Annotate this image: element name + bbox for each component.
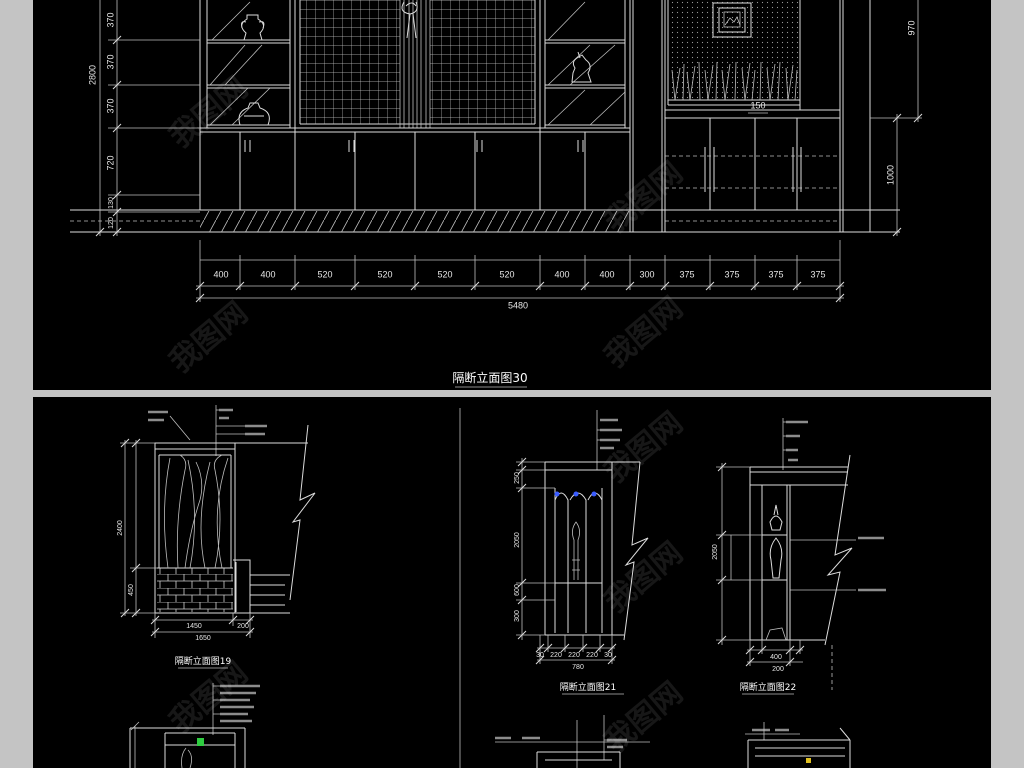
dim-e19-bottom-1: 200 <box>237 623 249 630</box>
left-dimensions: 370 370 370 720 130 120 2800 <box>87 0 200 237</box>
annotation-notes <box>220 684 260 723</box>
horse-ornament <box>571 51 592 83</box>
dim-left-3: 720 <box>105 155 115 170</box>
cabinet-handles <box>244 140 584 152</box>
bow-ornament <box>401 1 418 39</box>
ledge-dimension: 150 <box>750 100 765 110</box>
dim-left-2: 370 <box>105 98 115 113</box>
dim-left-1: 370 <box>105 54 115 69</box>
dim-e22-h-0: 400 <box>770 654 782 661</box>
dim-bottom-11: 375 <box>768 269 783 279</box>
dim-e21-width: 780 <box>572 664 584 671</box>
annotation-notes <box>786 420 886 592</box>
dim-left-0: 370 <box>105 12 115 27</box>
drawing-title-21: 隔断立面图21 <box>560 681 616 693</box>
partition-elevation-22: 2050 400 200 隔断立面图22 <box>712 418 886 695</box>
dim-e19-base: 450 <box>128 584 135 596</box>
dim-bottom-1: 400 <box>260 269 275 279</box>
dim-bottom-7: 400 <box>599 269 614 279</box>
green-marker <box>197 738 204 746</box>
dim-e21-v-1: 2050 <box>514 532 521 548</box>
dim-overall-width: 5480 <box>508 300 528 310</box>
dim-e19-bottom-0: 1450 <box>186 623 202 630</box>
blue-light-marker <box>554 491 560 497</box>
picture-frame <box>712 2 752 38</box>
dim-bottom-9: 375 <box>679 269 694 279</box>
arched-niches <box>554 492 603 633</box>
lower-cabinets-left <box>200 127 630 211</box>
right-feature-wall: 150 <box>665 0 871 232</box>
drawing-title-22: 隔断立面图22 <box>740 681 796 693</box>
right-display-shelf <box>544 0 666 232</box>
annotation-notes <box>495 736 627 749</box>
vase-ornament <box>238 102 270 126</box>
vase-sculpture <box>769 504 783 579</box>
annotation-notes <box>148 408 267 436</box>
partial-section-left <box>129 683 260 768</box>
dim-e22-v-0: 2050 <box>712 544 719 560</box>
drawing-title-30: 隔断立面图30 <box>452 370 527 385</box>
dim-bottom-4: 520 <box>437 269 452 279</box>
dim-bottom-8: 300 <box>639 269 654 279</box>
dim-bottom-3: 520 <box>377 269 392 279</box>
decorative-branches <box>164 454 229 569</box>
dim-e21-h-0: 30 <box>536 652 544 659</box>
lower-cabinets-right <box>665 118 840 211</box>
dim-bottom-5: 520 <box>499 269 514 279</box>
partition-elevation-30: 150 370 370 370 720 130 120 2800 970 100… <box>70 0 923 388</box>
dim-bottom-10: 375 <box>724 269 739 279</box>
dim-bottom-2: 520 <box>317 269 332 279</box>
dim-left-4: 130 <box>108 197 115 209</box>
dim-e21-v-2: 600 <box>514 584 521 596</box>
dim-e21-h-3: 220 <box>586 652 598 659</box>
break-line <box>612 461 649 641</box>
yellow-marker <box>806 758 811 763</box>
dim-right-cabinet: 1000 <box>885 165 895 185</box>
partition-elevation-21: 250 2050 600 300 30 220 220 220 30 780 隔… <box>514 410 649 695</box>
partial-section-middle <box>495 715 650 768</box>
bottom-dimensions: 400 400 520 520 520 520 400 400 300 375 … <box>195 240 845 310</box>
dim-left-5: 120 <box>108 217 115 229</box>
dim-e21-v-3: 300 <box>514 610 521 622</box>
dim-e21-h-4: 30 <box>604 652 612 659</box>
dim-bottom-0: 400 <box>213 269 228 279</box>
right-dimensions: 970 1000 <box>870 0 923 237</box>
left-display-shelf <box>199 0 296 210</box>
partition-elevation-19: 2400 450 1450 200 1650 隔断立面图19 <box>117 405 316 669</box>
center-grid-screen <box>299 0 541 210</box>
dim-bottom-12: 375 <box>810 269 825 279</box>
blue-light-marker <box>573 491 579 497</box>
dim-overall-height: 2800 <box>87 65 97 85</box>
dim-e19-width: 1650 <box>195 635 211 642</box>
dim-e19-height: 2400 <box>117 520 124 536</box>
break-line <box>790 454 853 646</box>
break-line <box>250 424 316 601</box>
annotation-notes <box>600 418 622 450</box>
dim-bottom-6: 400 <box>554 269 569 279</box>
sculpture-ornament <box>572 521 580 580</box>
cabinet-long-handles <box>704 147 802 192</box>
dim-e21-h-1: 220 <box>550 652 562 659</box>
partial-section-right <box>745 722 851 768</box>
drawing-title-19: 隔断立面图19 <box>175 655 232 667</box>
grass-planter <box>671 61 798 101</box>
urn-ornament <box>241 14 265 41</box>
dim-e21-h-2: 220 <box>568 652 580 659</box>
dim-e22-width: 200 <box>772 666 784 673</box>
dim-right-top: 970 <box>906 20 916 35</box>
dim-e21-v-0: 250 <box>514 472 521 484</box>
blue-light-marker <box>591 491 597 497</box>
